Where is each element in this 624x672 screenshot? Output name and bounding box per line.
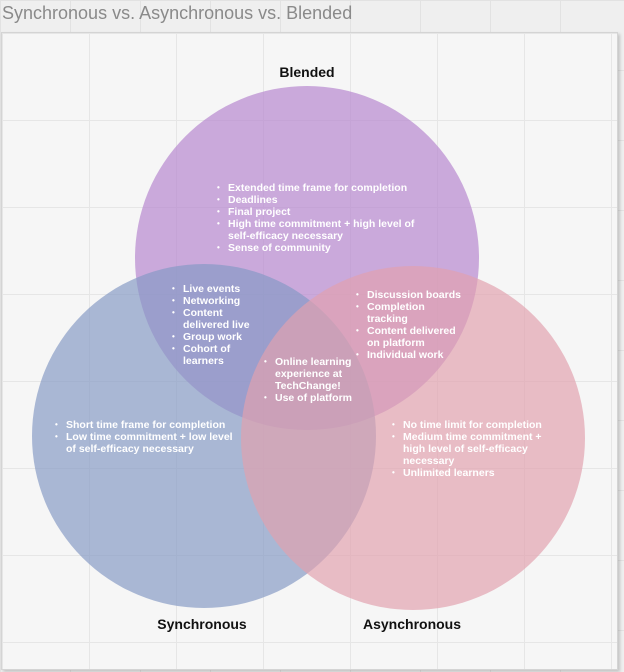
list-item: Extended time frame for completion [216,182,416,194]
blended-only-list: Extended time frame for completion Deadl… [216,182,416,254]
list-item: Group work [171,331,266,343]
list-item: Cohort of learners [171,343,266,367]
list-item: High time commitment + high level of sel… [216,218,416,242]
list-item: Medium time commitment + high level of s… [391,431,566,467]
list-item: Use of platform [263,392,363,404]
page-title: Synchronous vs. Asynchronous vs. Blended [2,3,353,23]
synchronous-blended-overlap-list: Live events Networking Content delivered… [171,283,266,367]
list-item: Networking [171,295,266,307]
synchronous-only-list: Short time frame for completion Low time… [54,419,244,455]
list-item: Deadlines [216,194,416,206]
list-item: Individual work [355,349,465,361]
list-item: Final project [216,206,416,218]
list-item: Content delivered live [171,307,266,331]
all-three-overlap-list: Online learning experience at TechChange… [263,356,363,404]
synchronous-label: Synchronous [157,616,247,632]
list-item: Low time commitment + low level of self-… [54,431,244,455]
list-item: No time limit for completion [391,419,566,431]
asynchronous-only-list: No time limit for completion Medium time… [391,419,566,479]
list-item: Unlimited learners [391,467,566,479]
asynchronous-label: Asynchronous [362,616,462,632]
blended-asynchronous-overlap-list: Discussion boards Completion tracking Co… [355,289,465,361]
list-item: Completion tracking [355,301,465,325]
list-item: Discussion boards [355,289,465,301]
blended-label: Blended [279,64,335,80]
list-item: Online learning experience at TechChange… [263,356,363,392]
list-item: Content delivered on platform [355,325,465,349]
list-item: Short time frame for completion [54,419,244,431]
list-item: Live events [171,283,266,295]
list-item: Sense of community [216,242,416,254]
